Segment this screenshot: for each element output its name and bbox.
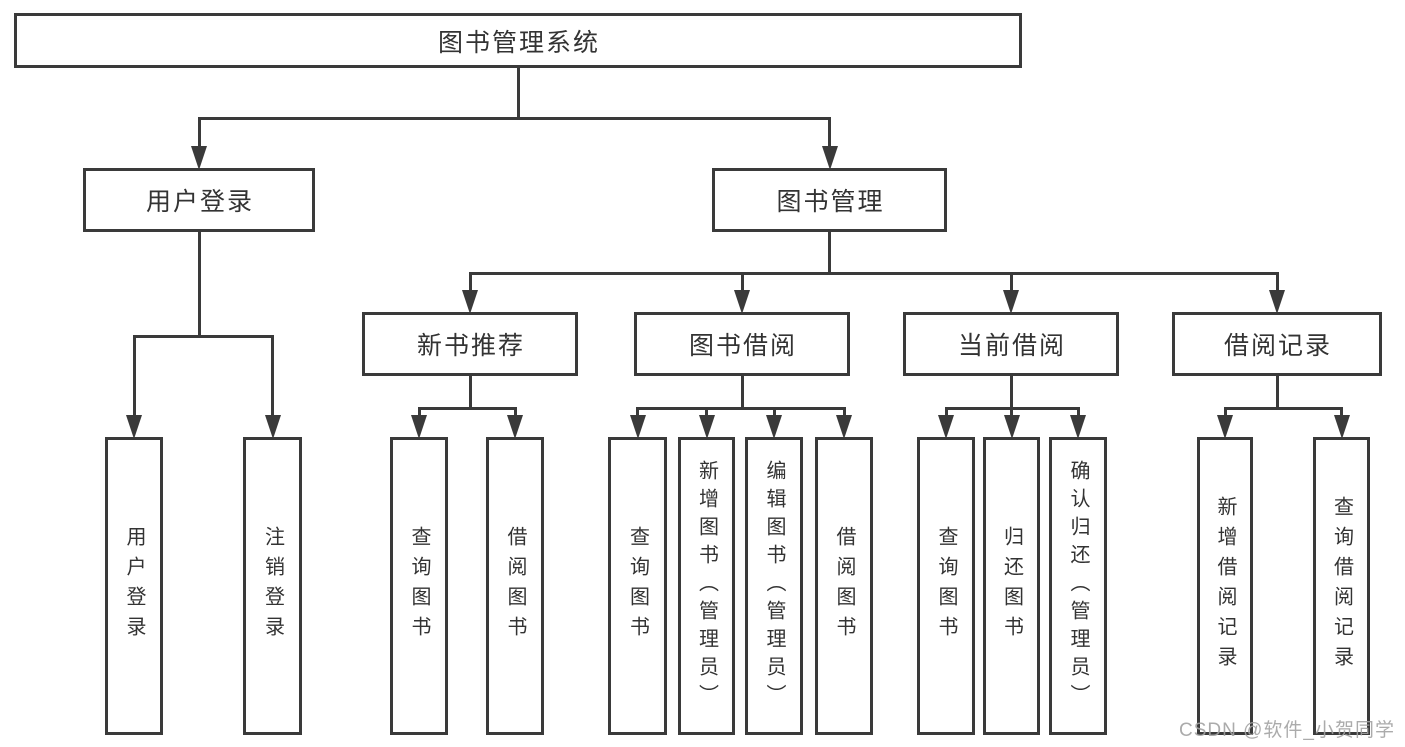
node-label: 借阅图书	[833, 526, 855, 646]
node-book-management: 图书管理	[712, 168, 947, 232]
arrow-down-icon	[629, 415, 646, 439]
node-label: 用户登录	[145, 188, 254, 216]
node-borrow-records: 借阅记录	[1172, 312, 1382, 376]
node-label: 图书管理系统	[437, 28, 600, 57]
connector-line	[705, 408, 708, 419]
arrow-down-icon	[462, 290, 478, 314]
connector-line	[417, 408, 421, 419]
connector-line	[1275, 273, 1279, 294]
arrow-down-icon	[836, 415, 852, 439]
connector-line	[516, 68, 520, 120]
csdn-watermark: CSDN @软件_小贺同学	[1179, 720, 1395, 741]
arrow-down-icon	[698, 415, 715, 439]
node-leaf-confirm-return-admin: 确认归还（管理员）	[1049, 437, 1107, 735]
connector-line	[1275, 376, 1279, 410]
arrow-down-icon	[821, 146, 838, 170]
node-label: 借阅记录	[1223, 332, 1332, 360]
node-label: 新书推荐	[416, 332, 525, 360]
node-label: 新增图书（管理员）	[695, 460, 718, 712]
connector-line	[842, 408, 846, 419]
connector-line	[468, 273, 472, 294]
arrow-down-icon	[126, 415, 142, 439]
node-leaf-query-book-new: 查询图书	[390, 437, 448, 735]
node-label: 图书管理	[776, 188, 885, 216]
arrow-down-icon	[1003, 415, 1020, 439]
connector-line	[197, 232, 201, 338]
connector-line	[636, 408, 639, 419]
node-leaf-query-book-borrow: 查询图书	[608, 437, 667, 735]
node-label: 编辑图书（管理员）	[763, 460, 785, 712]
connector-line	[1009, 273, 1013, 294]
connector-line	[944, 408, 948, 419]
node-leaf-user-login: 用户登录	[105, 437, 163, 735]
connector-line	[1009, 376, 1013, 410]
node-leaf-query-book-current: 查询图书	[917, 437, 975, 735]
node-leaf-add-book-admin: 新增图书（管理员）	[678, 437, 735, 735]
node-label: 查询图书	[626, 526, 649, 646]
node-label: 注销登录	[261, 526, 284, 646]
node-label: 查询图书	[935, 526, 957, 646]
connector-line	[1223, 408, 1227, 419]
arrow-down-icon	[191, 146, 207, 170]
node-label: 图书借阅	[688, 332, 797, 360]
arrow-down-icon	[411, 415, 427, 439]
connector-line	[772, 408, 776, 419]
arrow-down-icon	[1333, 415, 1350, 439]
node-label: 用户登录	[123, 526, 145, 646]
arrow-down-icon	[1003, 290, 1019, 314]
connector-line	[1076, 408, 1080, 419]
arrow-down-icon	[507, 415, 523, 439]
node-label: 新增借阅记录	[1214, 496, 1236, 676]
connector-line	[740, 376, 744, 410]
connector-line	[132, 334, 274, 338]
node-label: 查询图书	[408, 526, 430, 646]
connector-line	[828, 232, 831, 275]
node-current-borrow: 当前借阅	[903, 312, 1119, 376]
node-label: 归还图书	[1000, 526, 1023, 646]
node-user-login: 用户登录	[83, 168, 315, 232]
connector-line	[1010, 408, 1013, 419]
node-new-book-recommend: 新书推荐	[362, 312, 578, 376]
node-label: 借阅图书	[504, 526, 526, 646]
connector-line	[740, 273, 744, 294]
node-label: 当前借阅	[957, 332, 1066, 360]
arrow-down-icon	[734, 290, 750, 314]
arrow-down-icon	[264, 415, 281, 439]
node-leaf-add-borrow-record: 新增借阅记录	[1197, 437, 1253, 735]
connector-line	[1340, 408, 1343, 419]
node-book-borrow: 图书借阅	[634, 312, 850, 376]
node-leaf-return-book: 归还图书	[983, 437, 1040, 735]
node-root: 图书管理系统	[14, 13, 1022, 68]
arrow-down-icon	[1070, 415, 1086, 439]
arrow-down-icon	[1217, 415, 1233, 439]
connector-line	[468, 376, 472, 410]
node-leaf-borrow-book: 借阅图书	[815, 437, 873, 735]
connector-line	[636, 406, 846, 410]
connector-line	[197, 116, 831, 120]
connector-line	[828, 118, 831, 150]
node-leaf-query-borrow-record: 查询借阅记录	[1313, 437, 1370, 735]
connector-line	[132, 336, 136, 419]
connector-line	[513, 408, 517, 419]
arrow-down-icon	[766, 415, 782, 439]
arrow-down-icon	[938, 415, 954, 439]
connector-line	[197, 118, 201, 150]
connector-line	[271, 336, 274, 419]
node-leaf-edit-book-admin: 编辑图书（管理员）	[745, 437, 803, 735]
node-leaf-logout: 注销登录	[243, 437, 302, 735]
connector-line	[1223, 406, 1343, 410]
connector-line	[417, 406, 517, 410]
node-label: 确认归还（管理员）	[1067, 460, 1089, 712]
node-label: 查询借阅记录	[1330, 496, 1353, 676]
connector-line	[468, 271, 1279, 275]
arrow-down-icon	[1269, 290, 1285, 314]
node-leaf-borrow-book-new: 借阅图书	[486, 437, 544, 735]
